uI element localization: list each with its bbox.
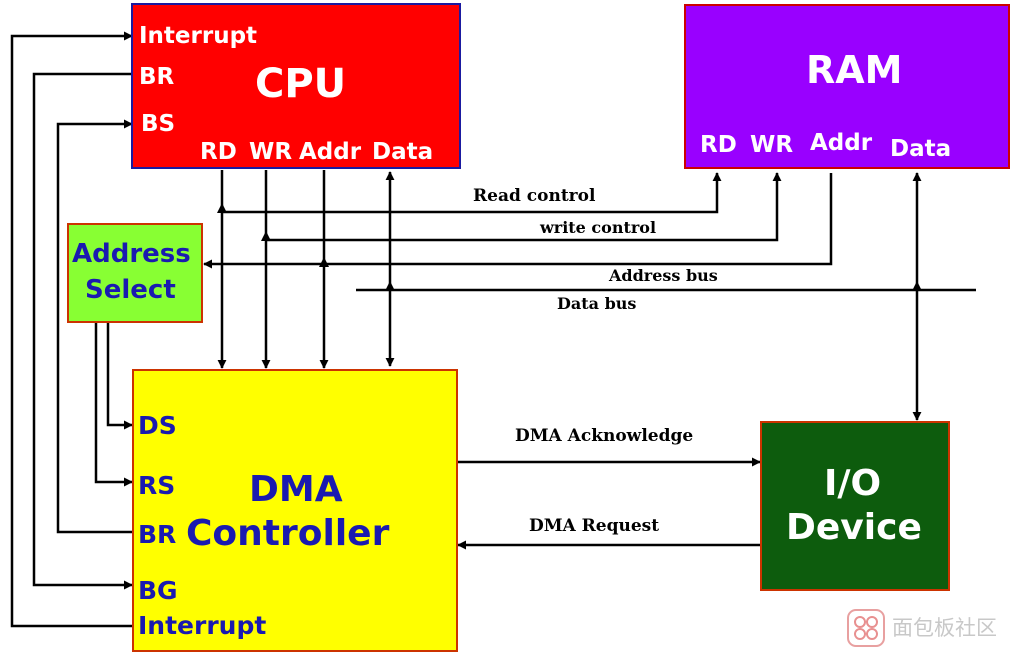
ram-data-port: Data xyxy=(890,136,952,162)
dma-ds-port: DS xyxy=(138,411,177,440)
cpu-addr-port: Addr xyxy=(299,139,362,165)
cpu-block: CPU Interrupt BR BS RD WR Addr Data xyxy=(131,3,461,169)
address-bus-label: Address bus xyxy=(609,266,718,285)
dma-ack-label: DMA Acknowledge xyxy=(515,426,694,446)
write-control-bus xyxy=(266,172,782,242)
io-title-line2: Device xyxy=(786,507,922,548)
watermark: 面包板社区 xyxy=(846,606,1018,650)
cpu-br-port: BR xyxy=(139,64,175,90)
cpu-wr-port: WR xyxy=(249,139,293,165)
dma-interrupt-port: Interrupt xyxy=(138,611,267,640)
ram-rd-port: RD xyxy=(700,132,737,158)
bus-request-line xyxy=(56,119,133,534)
data-bus-label: Data bus xyxy=(557,294,637,313)
interrupt-line xyxy=(10,31,133,628)
watermark-text: 面包板社区 xyxy=(892,616,997,640)
dma-rs-port: RS xyxy=(138,471,176,500)
address-select-line1: Address xyxy=(72,239,191,269)
ram-addr-port: Addr xyxy=(810,130,873,156)
rs-line xyxy=(94,323,133,487)
cpu-interrupt-port: Interrupt xyxy=(139,23,258,49)
read-control-bus xyxy=(222,172,722,214)
io-title-line1: I/O xyxy=(824,463,882,504)
dma-bg-port: BG xyxy=(138,576,178,605)
address-select-line2: Select xyxy=(85,275,176,305)
cpu-rd-port: RD xyxy=(200,139,237,165)
cpu-title: CPU xyxy=(255,61,347,107)
write-control-label: write control xyxy=(540,218,657,237)
ds-line xyxy=(106,323,133,430)
dma-title-line2: Controller xyxy=(186,513,390,554)
io-device-block: I/O Device xyxy=(760,421,950,591)
cpu-data-port: Data xyxy=(372,139,434,165)
watermark-logo-icon xyxy=(847,609,885,647)
ram-wr-port: WR xyxy=(750,132,794,158)
read-control-label: Read control xyxy=(473,186,596,206)
bus-grant-line xyxy=(32,72,133,590)
dma-request-label: DMA Request xyxy=(529,516,660,536)
address-select-block: Address Select xyxy=(67,223,203,323)
dma-br-port: BR xyxy=(138,520,177,549)
ram-block: RAM RD WR Addr Data xyxy=(684,4,1010,169)
ram-title: RAM xyxy=(806,48,903,92)
address-bus xyxy=(203,173,833,269)
dma-title-line1: DMA xyxy=(249,469,343,510)
cpu-bs-port: BS xyxy=(141,111,176,137)
dma-controller-block: DMA Controller DS RS BR BG Interrupt xyxy=(132,369,458,652)
